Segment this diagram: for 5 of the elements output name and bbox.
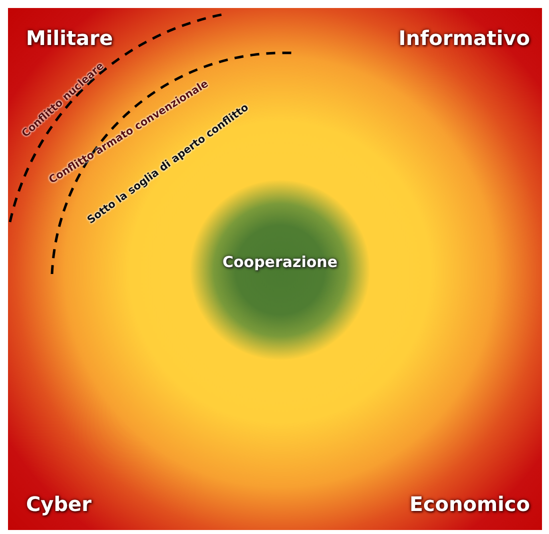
domain-label: Economico [409,492,530,516]
node-label: Cooperazione [222,253,338,271]
domain-label: Informativo [398,26,530,50]
domain-label: Militare [26,26,113,50]
domain-label: Cyber [26,492,92,516]
